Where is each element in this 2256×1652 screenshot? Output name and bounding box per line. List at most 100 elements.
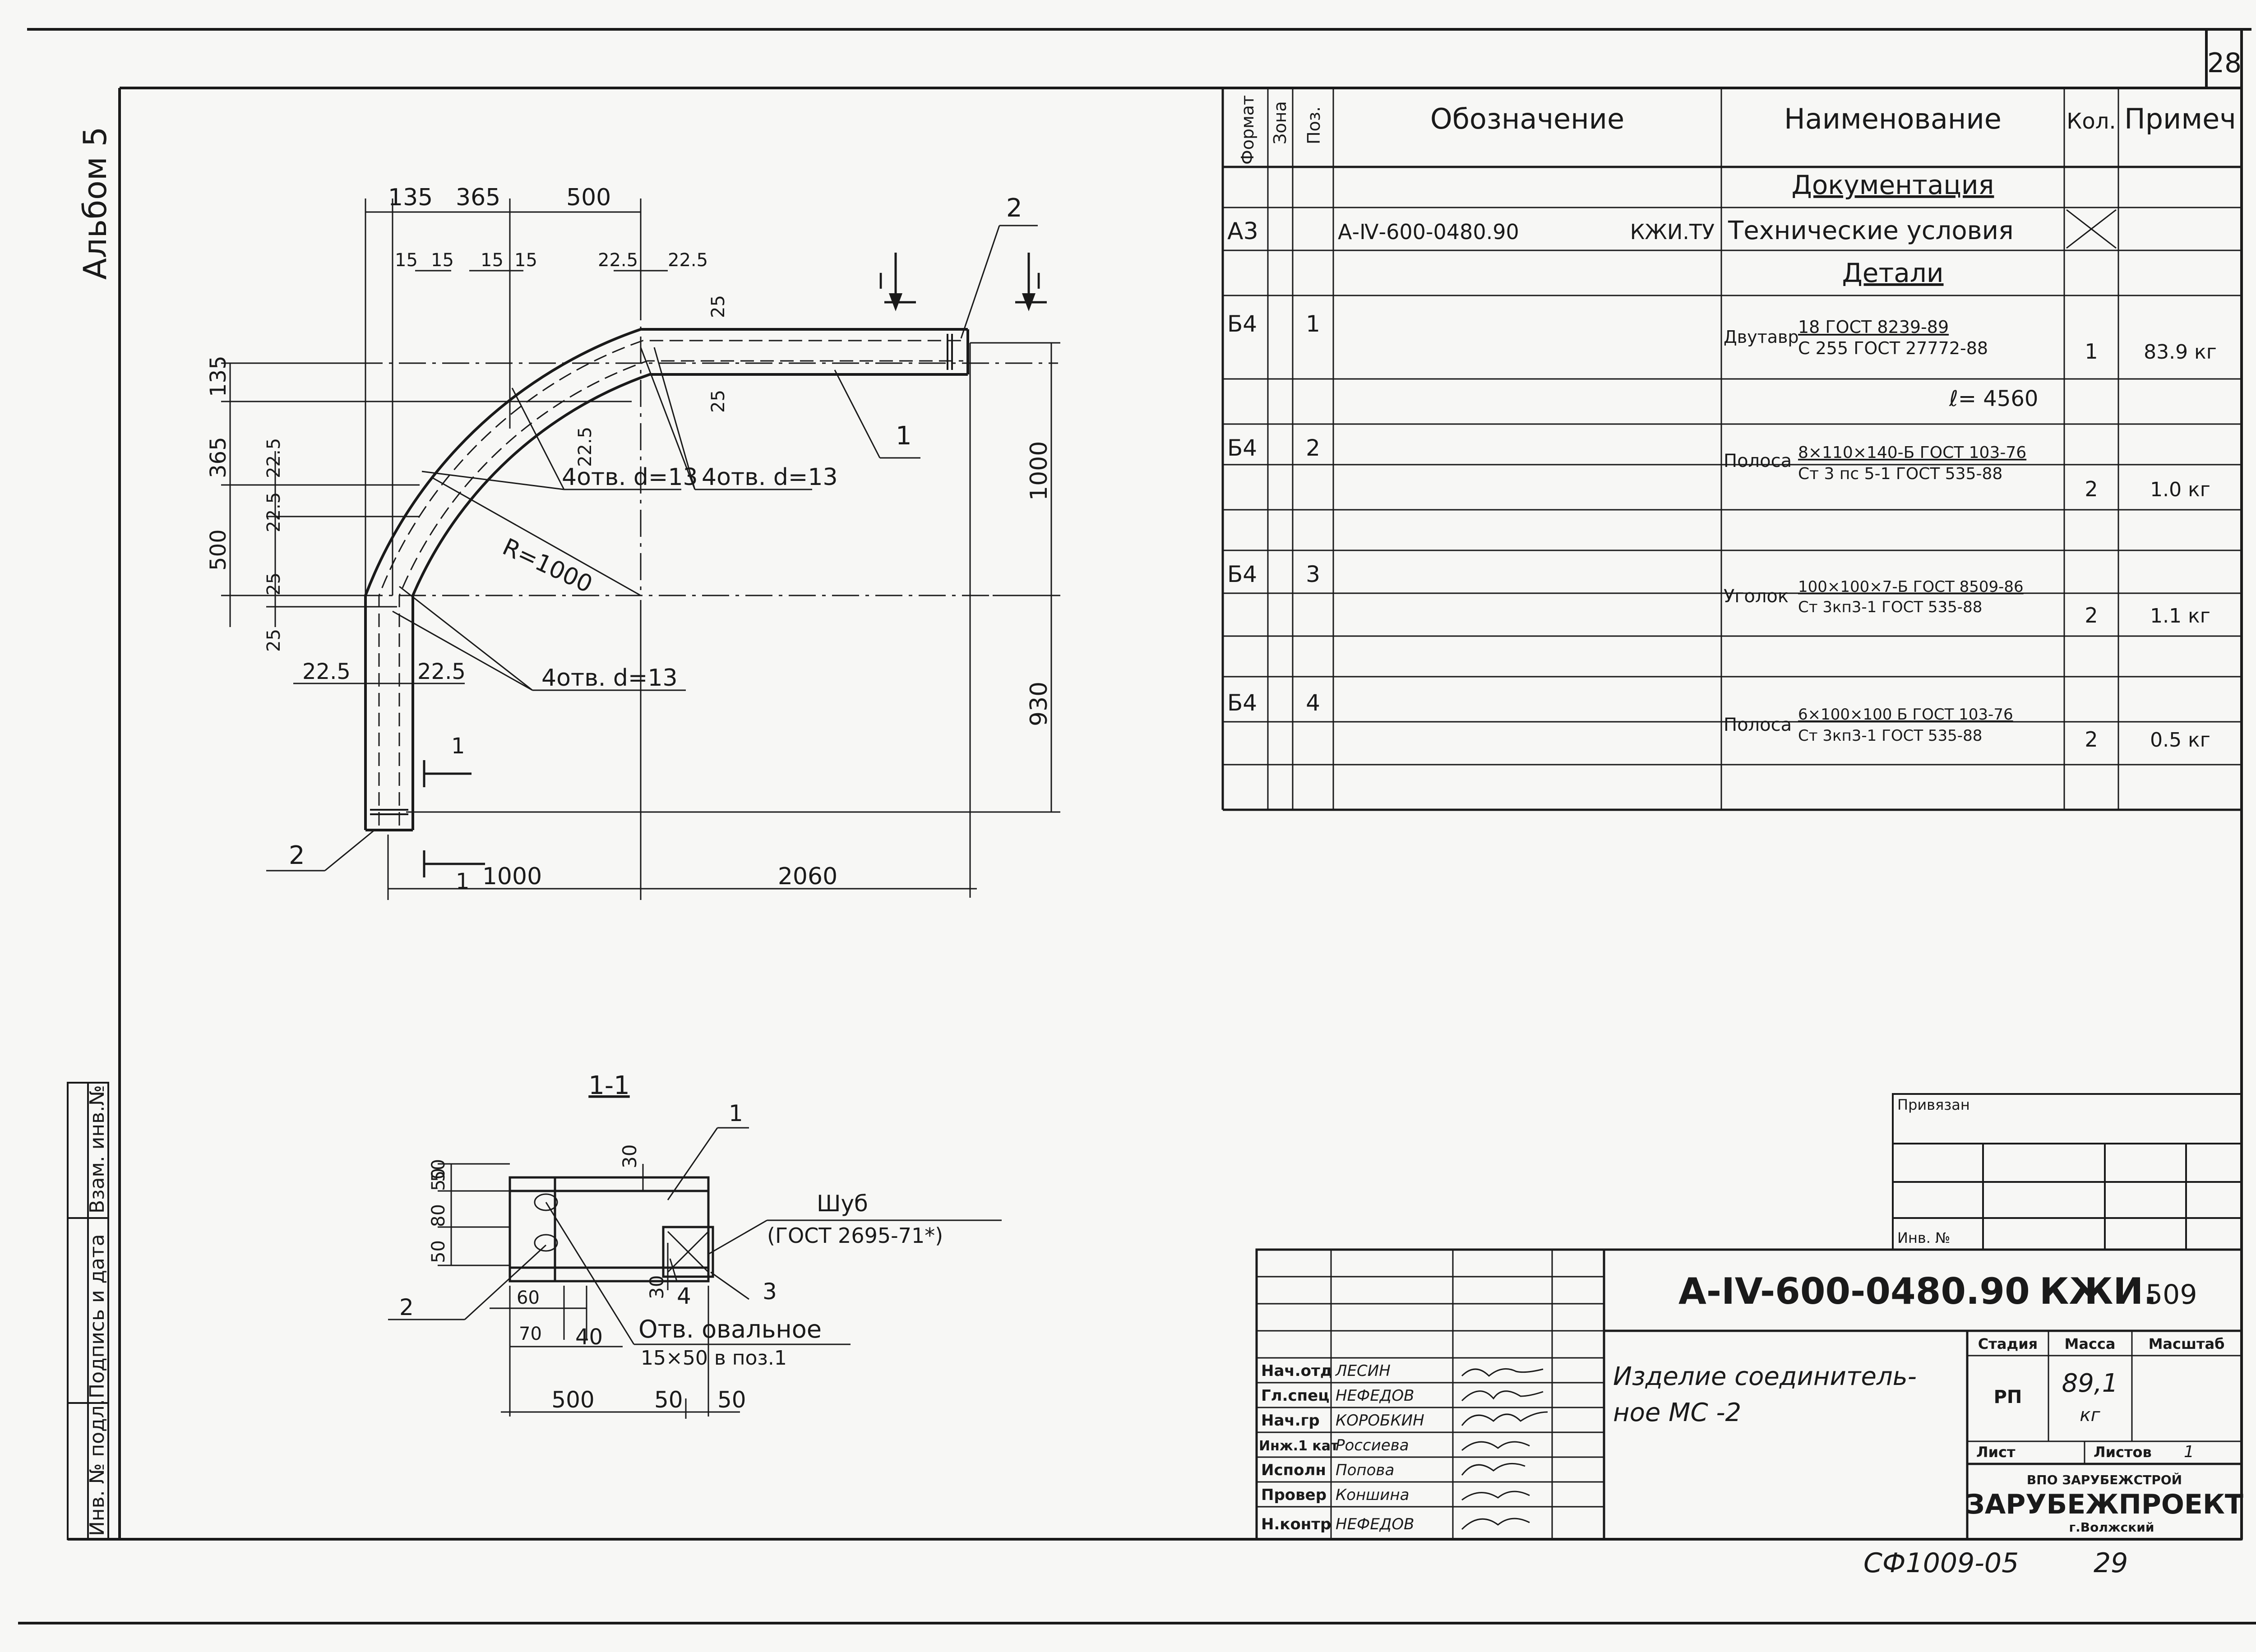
part3-top: 100×100×7-Б ГОСТ 8509-86 — [1798, 578, 2024, 596]
hole-note-oval-2: 15×50 в поз.1 — [641, 1347, 787, 1370]
part2-bottom: Ст 3 пс 5-1 ГОСТ 535-88 — [1798, 465, 2002, 483]
section-callout-1: 1 — [729, 1100, 743, 1126]
small-dim-15d: 15 — [514, 250, 537, 271]
mass-unit: кг — [2080, 1405, 2100, 1426]
stage-header: Стадия — [1978, 1335, 2038, 1352]
section-dim-30b: 30 — [646, 1275, 668, 1299]
left-dim-22b: 22.5 — [264, 492, 284, 532]
mass-header: Масса — [2065, 1335, 2116, 1352]
right-dim-1000: 1000 — [1026, 441, 1053, 501]
section-mark-2: I — [1036, 269, 1042, 294]
part4-format: Б4 — [1227, 690, 1257, 716]
spec-header-qty: Кол. — [2066, 109, 2116, 134]
section-callout-3: 3 — [763, 1278, 777, 1305]
left-dim-25a: 25 — [264, 572, 284, 595]
hole-note-oval: Отв. овальное — [638, 1315, 822, 1343]
section-dim-50b: 50 — [428, 1240, 449, 1263]
title-block: А-IV-600-0480.90 КЖИ. 509 Нач.отд ЛЕСИН … — [1255, 1248, 2243, 1541]
part1-bottom: С 255 ГОСТ 27772-88 — [1798, 338, 1988, 358]
sheet-borders — [18, 28, 2256, 1624]
section-dim-80: 80 — [428, 1204, 449, 1227]
item-name-2: ное МС -2 — [1613, 1398, 1741, 1427]
section-dim-50d: 50 — [654, 1387, 683, 1413]
sheets-value: 1 — [2184, 1443, 2194, 1461]
title-series: КЖИ. — [2039, 1270, 2157, 1312]
spec-header-name: Наименование — [1784, 102, 2002, 135]
section-dim-50a: 50 — [428, 1168, 449, 1191]
doc-designation-suffix: КЖИ.ТУ — [1630, 220, 1715, 244]
name-7: НЕФЕДОВ — [1336, 1515, 1414, 1533]
footer-code: СФ1009-05 — [1863, 1547, 2019, 1579]
top-dim-365: 365 — [456, 184, 500, 211]
bottom-dim-22a: 22.5 — [302, 659, 351, 684]
footer-page: 29 — [2094, 1547, 2128, 1579]
role-4: Инж.1 кат — [1259, 1438, 1339, 1454]
role-2: Гл.спец — [1261, 1387, 1329, 1405]
part1-format: Б4 — [1227, 311, 1257, 337]
small-dim-22b: 22.5 — [668, 250, 708, 271]
stage-value: РП — [1994, 1387, 2022, 1407]
name-6: Коншина — [1336, 1486, 1409, 1504]
part1-top: 18 ГОСТ 8239-89 — [1798, 317, 1949, 337]
name-4: Россиева — [1336, 1436, 1409, 1454]
org-city: г.Волжский — [2069, 1520, 2154, 1535]
spec-header-pos: Поз. — [1304, 106, 1324, 144]
side-stamp-inv: Инв. № подл. — [86, 1399, 109, 1536]
section-view: 1-1 — [388, 1071, 1002, 1419]
left-dim-500: 500 — [206, 529, 231, 571]
callout-2-top: 2 — [1006, 194, 1022, 223]
part3-prefix: Уголок — [1724, 586, 1789, 607]
part3-bottom: Ст 3кп3-1 ГОСТ 535-88 — [1798, 598, 1982, 616]
part4-prefix: Полоса — [1724, 715, 1792, 735]
section-dim-60: 60 — [517, 1287, 540, 1308]
part1-qty: 1 — [2085, 339, 2098, 364]
callout-1: 1 — [896, 421, 912, 451]
left-dim-22a: 22.5 — [264, 438, 284, 478]
weld-mark: Шуб — [817, 1191, 868, 1217]
role-3: Нач.гр — [1261, 1412, 1320, 1430]
section-dim-70: 70 — [519, 1324, 542, 1344]
small-dim-15b: 15 — [431, 250, 454, 271]
part2-qty: 2 — [2085, 477, 2098, 501]
scale-header: Масштаб — [2149, 1335, 2225, 1352]
doc-designation: А-Ⅳ-600-0480.90 — [1338, 220, 1519, 244]
side-stamp-replace: Взам. инв.№ — [86, 1085, 109, 1214]
org-top: ВПО ЗАРУБЕЖСТРОЙ — [2027, 1472, 2182, 1487]
spec-header-note: Примеч — [2124, 102, 2236, 135]
spec-section-parts: Детали — [1842, 258, 1943, 288]
part2-prefix: Полоса — [1724, 451, 1792, 471]
beam-drawing: R=1000 135 365 500 15 15 15 15 22.5 22.5… — [206, 184, 1060, 900]
bottom-dim-1000: 1000 — [482, 863, 542, 890]
part2-note: 1.0 кг — [2150, 478, 2210, 501]
name-1: ЛЕСИН — [1335, 1362, 1391, 1380]
section-dim-50e: 50 — [717, 1387, 746, 1413]
small-dim-22-vert: 22.5 — [575, 427, 596, 467]
doc-format: А3 — [1227, 218, 1258, 245]
small-dim-15a: 15 — [395, 250, 418, 271]
part4-note: 0.5 кг — [2150, 729, 2210, 752]
dim-25-top: 25 — [708, 295, 729, 318]
small-dim-15c: 15 — [481, 250, 504, 271]
part2-pos: 2 — [1306, 435, 1320, 461]
left-dim-365: 365 — [206, 437, 231, 478]
part4-pos: 4 — [1306, 690, 1320, 716]
section-mark-3: 1 — [451, 734, 465, 759]
name-2: НЕФЕДОВ — [1336, 1387, 1414, 1405]
side-stamp: Инв. № подл. Подпись и дата Взам. инв.№ — [67, 1082, 109, 1540]
doc-name: Технические условия — [1728, 216, 2014, 245]
part3-note: 1.1 кг — [2150, 605, 2210, 628]
mass-value: 89,1 — [2062, 1369, 2118, 1398]
callout-2-bot: 2 — [289, 841, 305, 870]
part3-qty: 2 — [2085, 603, 2098, 628]
bottom-dim-22b: 22.5 — [417, 659, 466, 684]
signatures — [1461, 1368, 1548, 1530]
spec-section-docs: Документация — [1792, 170, 1994, 200]
hole-note-3: 4отв. d=13 — [541, 664, 678, 692]
part1-prefix: Двутавр — [1724, 327, 1799, 347]
privyazan-inv: Инв. № — [1897, 1229, 1950, 1246]
spec-header-designation: Обозначение — [1430, 102, 1624, 135]
part1-extra: ℓ= 4560 — [1949, 386, 2038, 411]
spec-header-format: Формат — [1238, 95, 1257, 165]
part4-top: 6×100×100 Б ГОСТ 103-76 — [1798, 706, 2013, 724]
name-5: Попова — [1336, 1461, 1394, 1479]
